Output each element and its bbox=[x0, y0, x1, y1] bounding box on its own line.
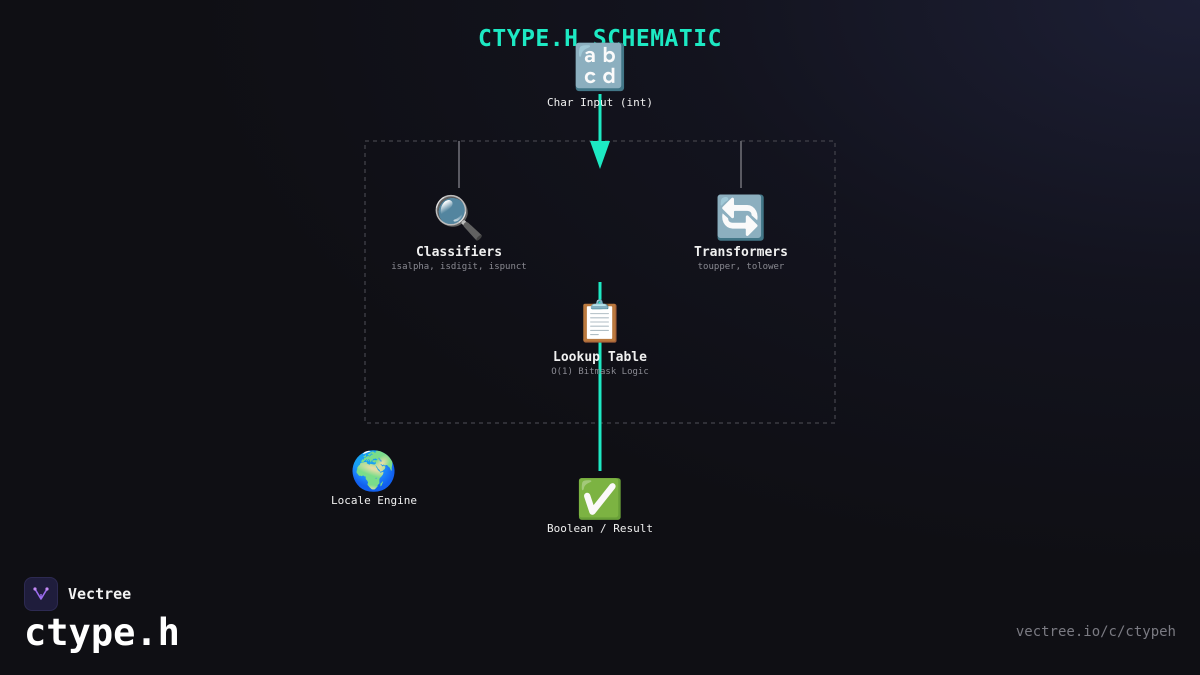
brand-name: Vectree bbox=[68, 585, 132, 603]
node-locale-engine: 🌍 Locale Engine bbox=[314, 452, 434, 507]
flow-input-arrowhead bbox=[590, 141, 610, 169]
diagram-title: CTYPE.H SCHEMATIC bbox=[478, 26, 722, 52]
refresh-arrows-icon: 🔄 bbox=[714, 193, 768, 242]
check-mark-icon: ✅ bbox=[576, 477, 624, 521]
node-sublabel: O(1) Bitmask Logic bbox=[551, 367, 649, 377]
globe-icon: 🌍 bbox=[350, 449, 398, 493]
node-label: Boolean / Result bbox=[547, 522, 653, 535]
vectree-logo-icon bbox=[24, 577, 58, 611]
node-label: Char Input (int) bbox=[547, 96, 653, 109]
node-lookup-table: 📋 Lookup Table O(1) Bitmask Logic bbox=[530, 302, 670, 377]
node-transformers: 🔄 Transformers toupper, tolower bbox=[661, 193, 821, 273]
node-result: ✅ Boolean / Result bbox=[530, 480, 670, 535]
node-label: Locale Engine bbox=[330, 494, 418, 507]
brand: Vectree bbox=[24, 577, 131, 611]
node-sublabel: toupper, tolower bbox=[697, 262, 785, 272]
node-classifiers: 🔍 Classifiers isalpha, isdigit, ispunct bbox=[369, 193, 549, 273]
page-title: ctype.h bbox=[24, 611, 180, 654]
node-sublabel: isalpha, isdigit, ispunct bbox=[391, 262, 527, 272]
node-label: Transformers bbox=[694, 245, 788, 260]
node-label: Classifiers bbox=[415, 245, 503, 260]
source-url: vectree.io/c/ctypeh bbox=[1015, 624, 1176, 640]
abcd-input-icon: 🔡 bbox=[572, 42, 628, 93]
node-char-input: 🔡 Char Input (int) bbox=[540, 42, 660, 110]
node-label: Lookup Table bbox=[553, 350, 647, 365]
clipboard-icon: 📋 bbox=[575, 299, 625, 345]
magnifier-icon: 🔍 bbox=[432, 193, 486, 242]
